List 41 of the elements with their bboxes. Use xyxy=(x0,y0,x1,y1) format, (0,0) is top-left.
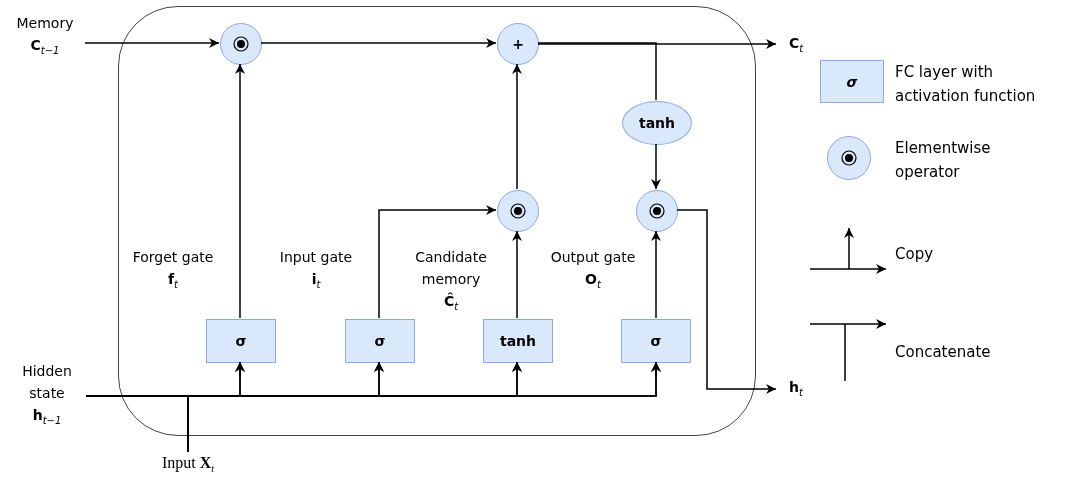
arrow xyxy=(512,63,522,190)
math-symbol: C$_{t−1}$ xyxy=(29,36,61,58)
output-label: h$_{t}$ xyxy=(776,376,816,400)
input-label: Input X$_{t}$ xyxy=(130,452,246,480)
gate-label: Forget gate xyxy=(131,248,215,267)
layer-box: σ xyxy=(345,319,415,363)
operator-circle xyxy=(636,190,678,232)
arrow xyxy=(187,361,661,453)
gate-label: Output gate xyxy=(549,248,637,267)
math-symbol: f$_{t}$ xyxy=(167,270,179,292)
arrow xyxy=(676,209,777,394)
operator-circle: + xyxy=(497,23,539,65)
layer-box: tanh xyxy=(483,319,553,363)
layer-box: σ xyxy=(621,319,691,363)
operator-circle xyxy=(497,190,539,232)
math-symbol: Ĉ$_{t}$ xyxy=(442,291,460,314)
arrow xyxy=(84,38,220,48)
math-symbol: h$_{t−1}$ xyxy=(31,406,63,428)
legend-text: FC layer with activation function xyxy=(895,62,1037,107)
arrow xyxy=(651,230,661,319)
legend-text: Copy xyxy=(895,244,935,265)
arrow xyxy=(512,230,522,319)
arrow xyxy=(537,39,777,49)
activation-ellipse: tanh xyxy=(622,101,692,145)
arrow xyxy=(260,38,497,48)
layer-box: σ xyxy=(820,60,884,103)
math-symbol: i$_{t}$ xyxy=(310,270,322,292)
operator-circle xyxy=(220,23,262,65)
output-label: C$_{t}$ xyxy=(776,32,816,56)
cell-boundary xyxy=(118,6,756,436)
legend-text: Elementwise operator xyxy=(895,138,992,183)
gate-label: Input gate xyxy=(278,248,354,267)
arrow xyxy=(235,63,245,319)
math-symbol: O$_{t}$ xyxy=(584,270,602,292)
gate-label: Candidate memory xyxy=(414,248,488,289)
layer-box: σ xyxy=(206,319,276,363)
operator-circle xyxy=(827,136,871,180)
legend-text: Concatenate xyxy=(895,342,992,363)
arrow xyxy=(651,143,661,190)
caption-text: Memory xyxy=(15,14,75,33)
arrow xyxy=(378,205,497,319)
